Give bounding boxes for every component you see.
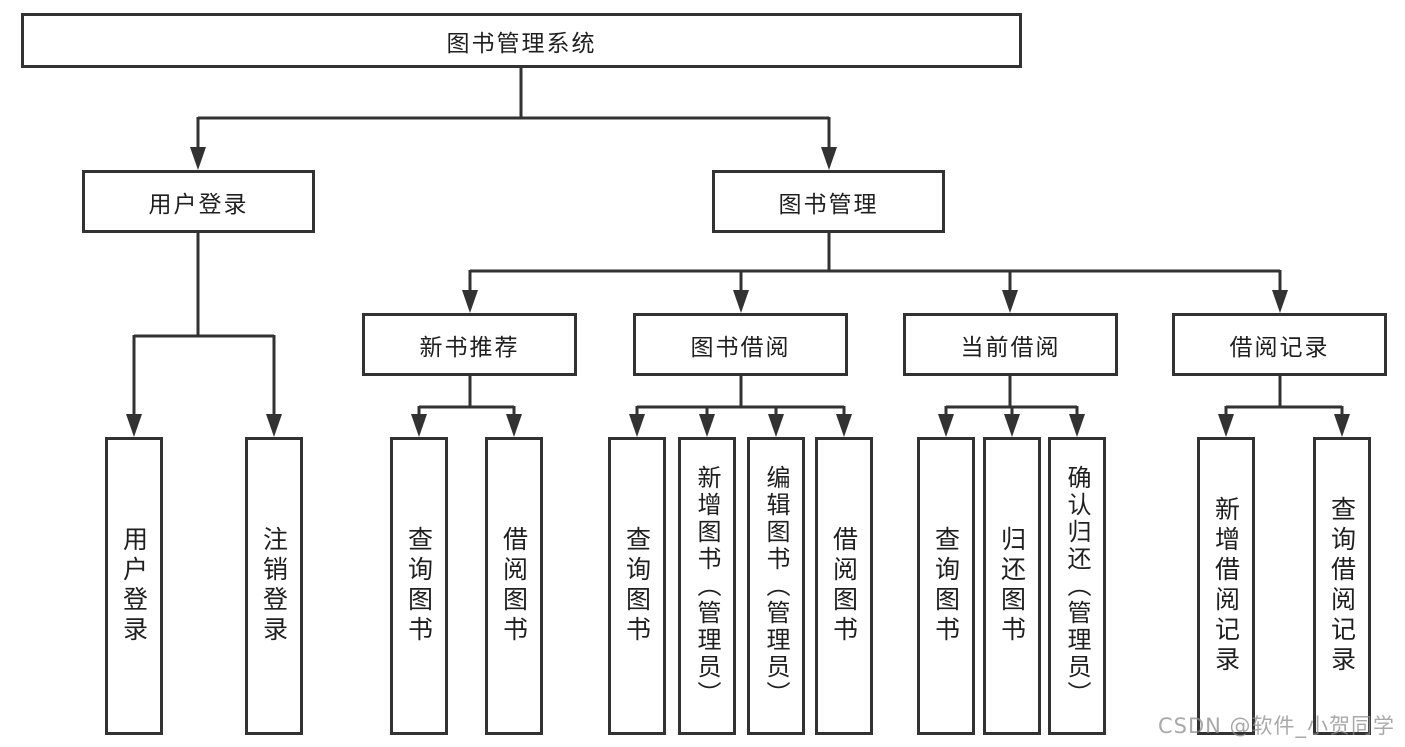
node-label: 用户登录	[148, 191, 249, 218]
node-new-book-recommend: 新书推荐	[362, 313, 577, 376]
csdn-watermark: CSDN @软件_小贺同学	[1158, 714, 1396, 738]
node-book-borrow: 图书借阅	[633, 313, 848, 376]
leaf-edit-books-admin: 编辑图书（管理员）	[747, 437, 805, 735]
leaf-label: 新增图书（管理员）	[693, 464, 721, 708]
leaf-label: 归还图书	[997, 526, 1027, 646]
leaf-borrow-books-recommend: 借阅图书	[485, 437, 543, 735]
leaf-user-login: 用户登录	[105, 437, 163, 735]
leaf-label: 新增借阅记录	[1211, 496, 1241, 676]
leaf-label: 查询图书	[931, 526, 961, 646]
leaf-label: 确认归还（管理员）	[1063, 464, 1091, 708]
node-label: 借阅记录	[1229, 334, 1330, 361]
arrowheads	[126, 147, 1350, 437]
leaf-return-books: 归还图书	[983, 437, 1041, 735]
leaf-add-books-admin: 新增图书（管理员）	[678, 437, 736, 735]
node-label: 图书借阅	[690, 334, 791, 361]
leaf-label: 查询借阅记录	[1327, 496, 1357, 676]
node-current-borrow: 当前借阅	[903, 313, 1118, 376]
leaf-query-books-recommend: 查询图书	[390, 437, 448, 735]
leaf-borrow-books: 借阅图书	[815, 437, 873, 735]
leaf-query-borrow-record: 查询借阅记录	[1313, 437, 1371, 735]
node-borrow-record: 借阅记录	[1172, 313, 1387, 376]
leaf-logout: 注销登录	[245, 437, 303, 735]
leaf-query-books-current: 查询图书	[917, 437, 975, 735]
node-user-login: 用户登录	[82, 170, 315, 233]
leaf-label: 查询图书	[622, 526, 652, 646]
node-library-management-system: 图书管理系统	[21, 13, 1022, 68]
leaf-label: 用户登录	[119, 526, 149, 646]
leaf-label: 编辑图书（管理员）	[762, 464, 790, 708]
node-label: 新书推荐	[419, 334, 520, 361]
node-label: 当前借阅	[960, 334, 1061, 361]
leaf-label: 注销登录	[259, 526, 289, 646]
leaf-label: 借阅图书	[499, 526, 529, 646]
node-label: 图书管理系统	[446, 30, 597, 57]
leaf-label: 查询图书	[404, 526, 434, 646]
node-book-management: 图书管理	[712, 170, 945, 233]
leaf-query-books-borrow: 查询图书	[608, 437, 666, 735]
leaf-label: 借阅图书	[829, 526, 859, 646]
leaf-confirm-return-admin: 确认归还（管理员）	[1048, 437, 1106, 735]
leaf-add-borrow-record: 新增借阅记录	[1197, 437, 1255, 735]
node-label: 图书管理	[778, 191, 879, 218]
